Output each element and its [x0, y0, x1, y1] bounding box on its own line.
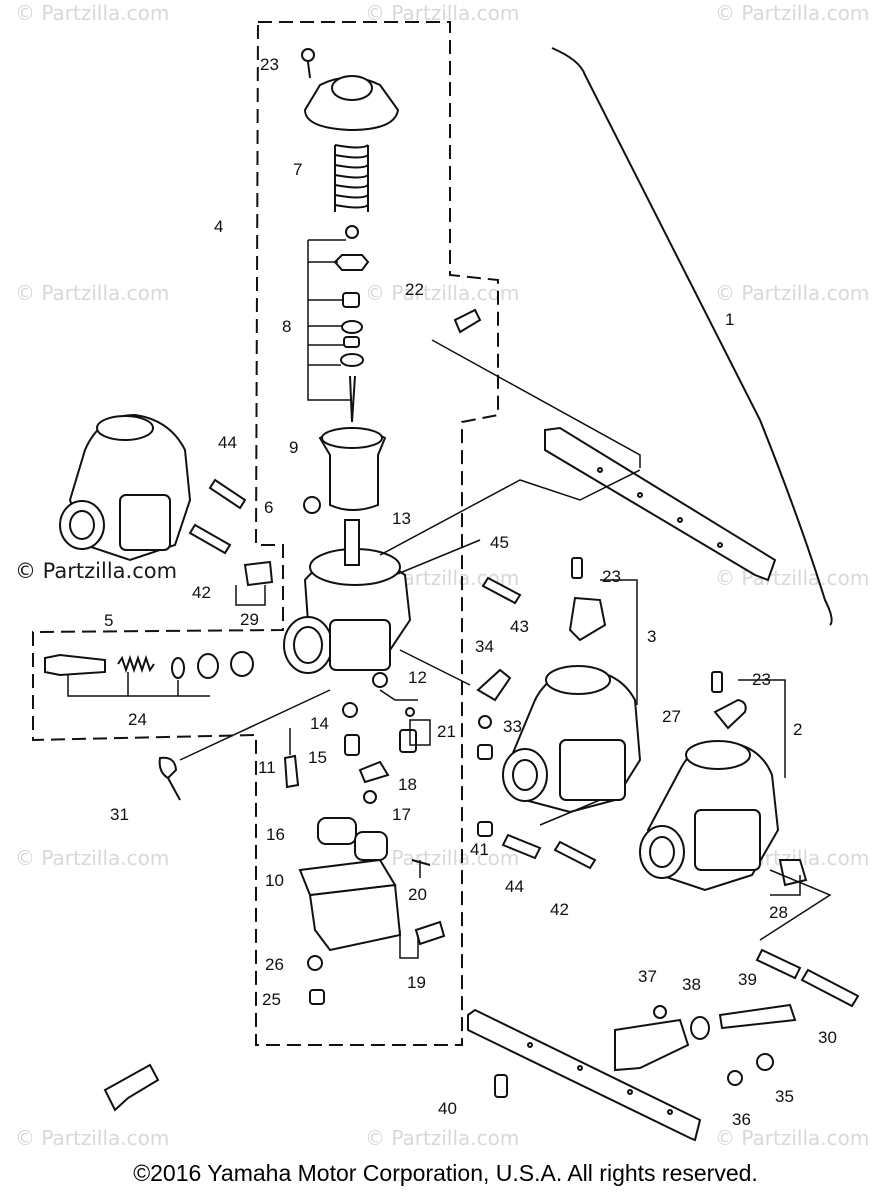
callout-44-right: 44: [505, 877, 524, 896]
small-parts: [283, 672, 446, 946]
callout-34: 34: [475, 637, 494, 656]
callout-27: 27: [662, 707, 681, 726]
callout-40: 40: [438, 1099, 457, 1118]
callout-labels: 1 2 3 4 5 6 7 8 9 10 11 12 13 14 15 16 1…: [104, 55, 837, 1129]
float-bowl: [298, 858, 402, 1005]
callout-23-top: 23: [260, 55, 279, 74]
watermark-featured: © Partzilla.com: [15, 559, 177, 583]
watermark: © Partzilla.com: [15, 281, 169, 305]
lower-bracket-bar: [467, 1008, 702, 1142]
callout-9: 9: [289, 438, 298, 457]
callout-25: 25: [262, 990, 281, 1009]
assembly-boundary-4: [32, 21, 499, 1046]
carburetor-left: [59, 413, 192, 562]
callout-42-left: 42: [192, 583, 211, 602]
watermark: © Partzilla.com: [365, 281, 519, 305]
callout-45: 45: [490, 533, 509, 552]
callout-31: 31: [110, 805, 129, 824]
callout-36: 36: [732, 1110, 751, 1129]
watermark: © Partzilla.com: [715, 566, 869, 590]
watermarks: © Partzilla.com © Partzilla.com © Partzi…: [15, 1, 869, 1150]
callout-33: 33: [503, 717, 522, 736]
callout-7: 7: [293, 160, 302, 179]
copyright-notice: ©2016 Yamaha Motor Corporation, U.S.A. A…: [133, 1160, 758, 1186]
watermark: © Partzilla.com: [715, 1126, 869, 1150]
callout-12: 12: [408, 668, 427, 687]
callout-16: 16: [266, 825, 285, 844]
callout-13: 13: [392, 509, 411, 528]
callout-1: 1: [725, 310, 734, 329]
callout-4: 4: [214, 217, 223, 236]
callout-23-mid: 23: [602, 567, 621, 586]
callout-17: 17: [392, 805, 411, 824]
watermark: © Partzilla.com: [15, 846, 169, 870]
callout-8: 8: [282, 317, 291, 336]
callout-30: 30: [818, 1028, 837, 1047]
needle-set: [307, 225, 370, 423]
watermark: © Partzilla.com: [365, 846, 519, 870]
watermark: © Partzilla.com: [715, 281, 869, 305]
upper-bracket-bar: [544, 426, 777, 582]
callout-43: 43: [510, 617, 529, 636]
callout-11: 11: [258, 758, 276, 777]
callout-35: 35: [775, 1087, 794, 1106]
callout-18: 18: [398, 775, 417, 794]
callout-20: 20: [408, 885, 427, 904]
callout-3: 3: [647, 627, 656, 646]
callout-2: 2: [793, 720, 802, 739]
throttle-cable: [551, 47, 833, 626]
floats: [317, 817, 388, 861]
callout-42-right: 42: [550, 900, 569, 919]
pilot-screw-set: [44, 651, 254, 697]
callout-44-left: 44: [218, 433, 237, 452]
leaders: [179, 339, 832, 959]
callout-28: 28: [769, 903, 788, 922]
piston-valve: [318, 427, 387, 511]
forward-arrow-icon: [103, 1063, 160, 1112]
callout-5: 5: [104, 611, 113, 630]
watermark: © Partzilla.com: [715, 1, 869, 25]
callout-39: 39: [738, 970, 757, 989]
callout-10: 10: [265, 871, 284, 890]
diaphragm-cover: [301, 48, 400, 132]
spring: [334, 144, 369, 212]
fittings: [158, 308, 860, 1098]
callout-14: 14: [310, 714, 329, 733]
carburetor-right-2: [639, 740, 780, 892]
watermark: © Partzilla.com: [15, 1, 169, 25]
callout-21: 21: [437, 722, 456, 741]
callout-23-right: 23: [752, 670, 771, 689]
callout-26: 26: [265, 955, 284, 974]
carburetor-right-3: [502, 665, 642, 814]
callout-38: 38: [682, 975, 701, 994]
callout-24: 24: [128, 710, 147, 729]
callout-22: 22: [405, 280, 424, 299]
callout-15: 15: [308, 748, 327, 767]
callout-37: 37: [638, 967, 657, 986]
callout-41: 41: [470, 840, 489, 859]
watermark: © Partzilla.com: [15, 1126, 169, 1150]
callout-29: 29: [240, 610, 259, 629]
carburetor-body-center: [283, 496, 412, 674]
callout-6: 6: [264, 498, 273, 517]
watermark: © Partzilla.com: [365, 1126, 519, 1150]
callout-19: 19: [407, 973, 426, 992]
